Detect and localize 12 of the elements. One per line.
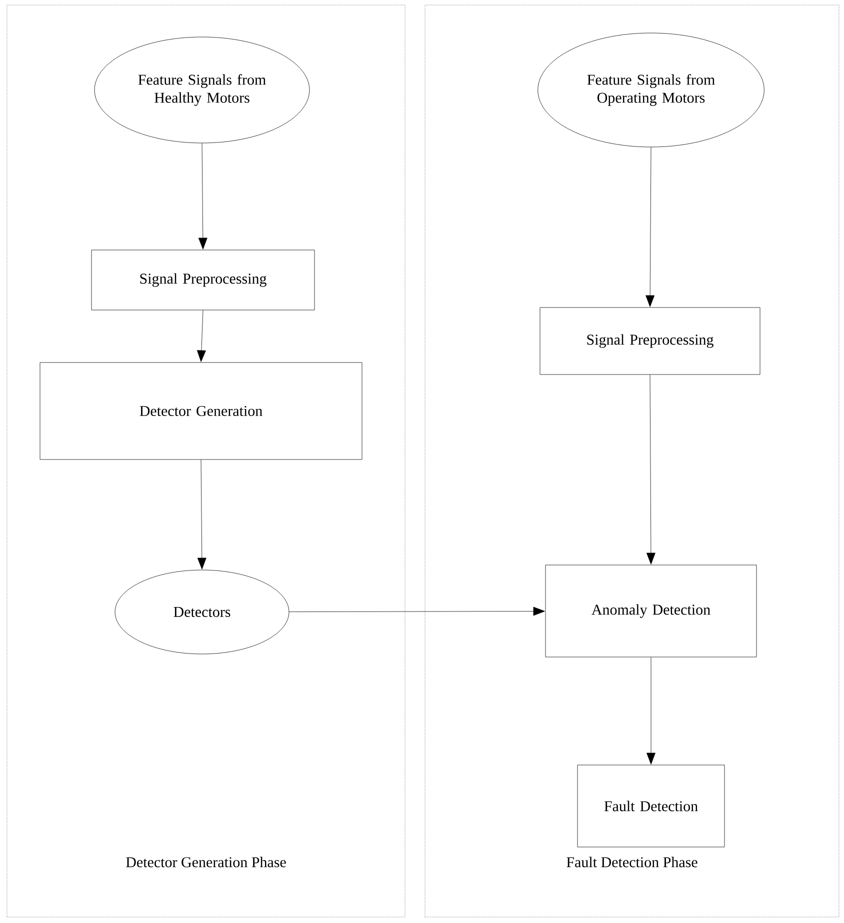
- arrow: [646, 374, 656, 564]
- process-box: Detector Generation: [40, 362, 362, 460]
- arrow: [646, 147, 655, 307]
- arrow: [197, 310, 206, 362]
- process-box: Signal Preprocessing: [540, 307, 760, 375]
- process-box: Anomaly Detection: [545, 564, 757, 658]
- process-box: Signal Preprocessing: [91, 250, 315, 310]
- arrow: [288, 606, 545, 616]
- arrow: [198, 143, 208, 250]
- arrow: [197, 460, 206, 570]
- process-box: Fault Detection: [577, 764, 725, 848]
- arrow: [646, 657, 656, 764]
